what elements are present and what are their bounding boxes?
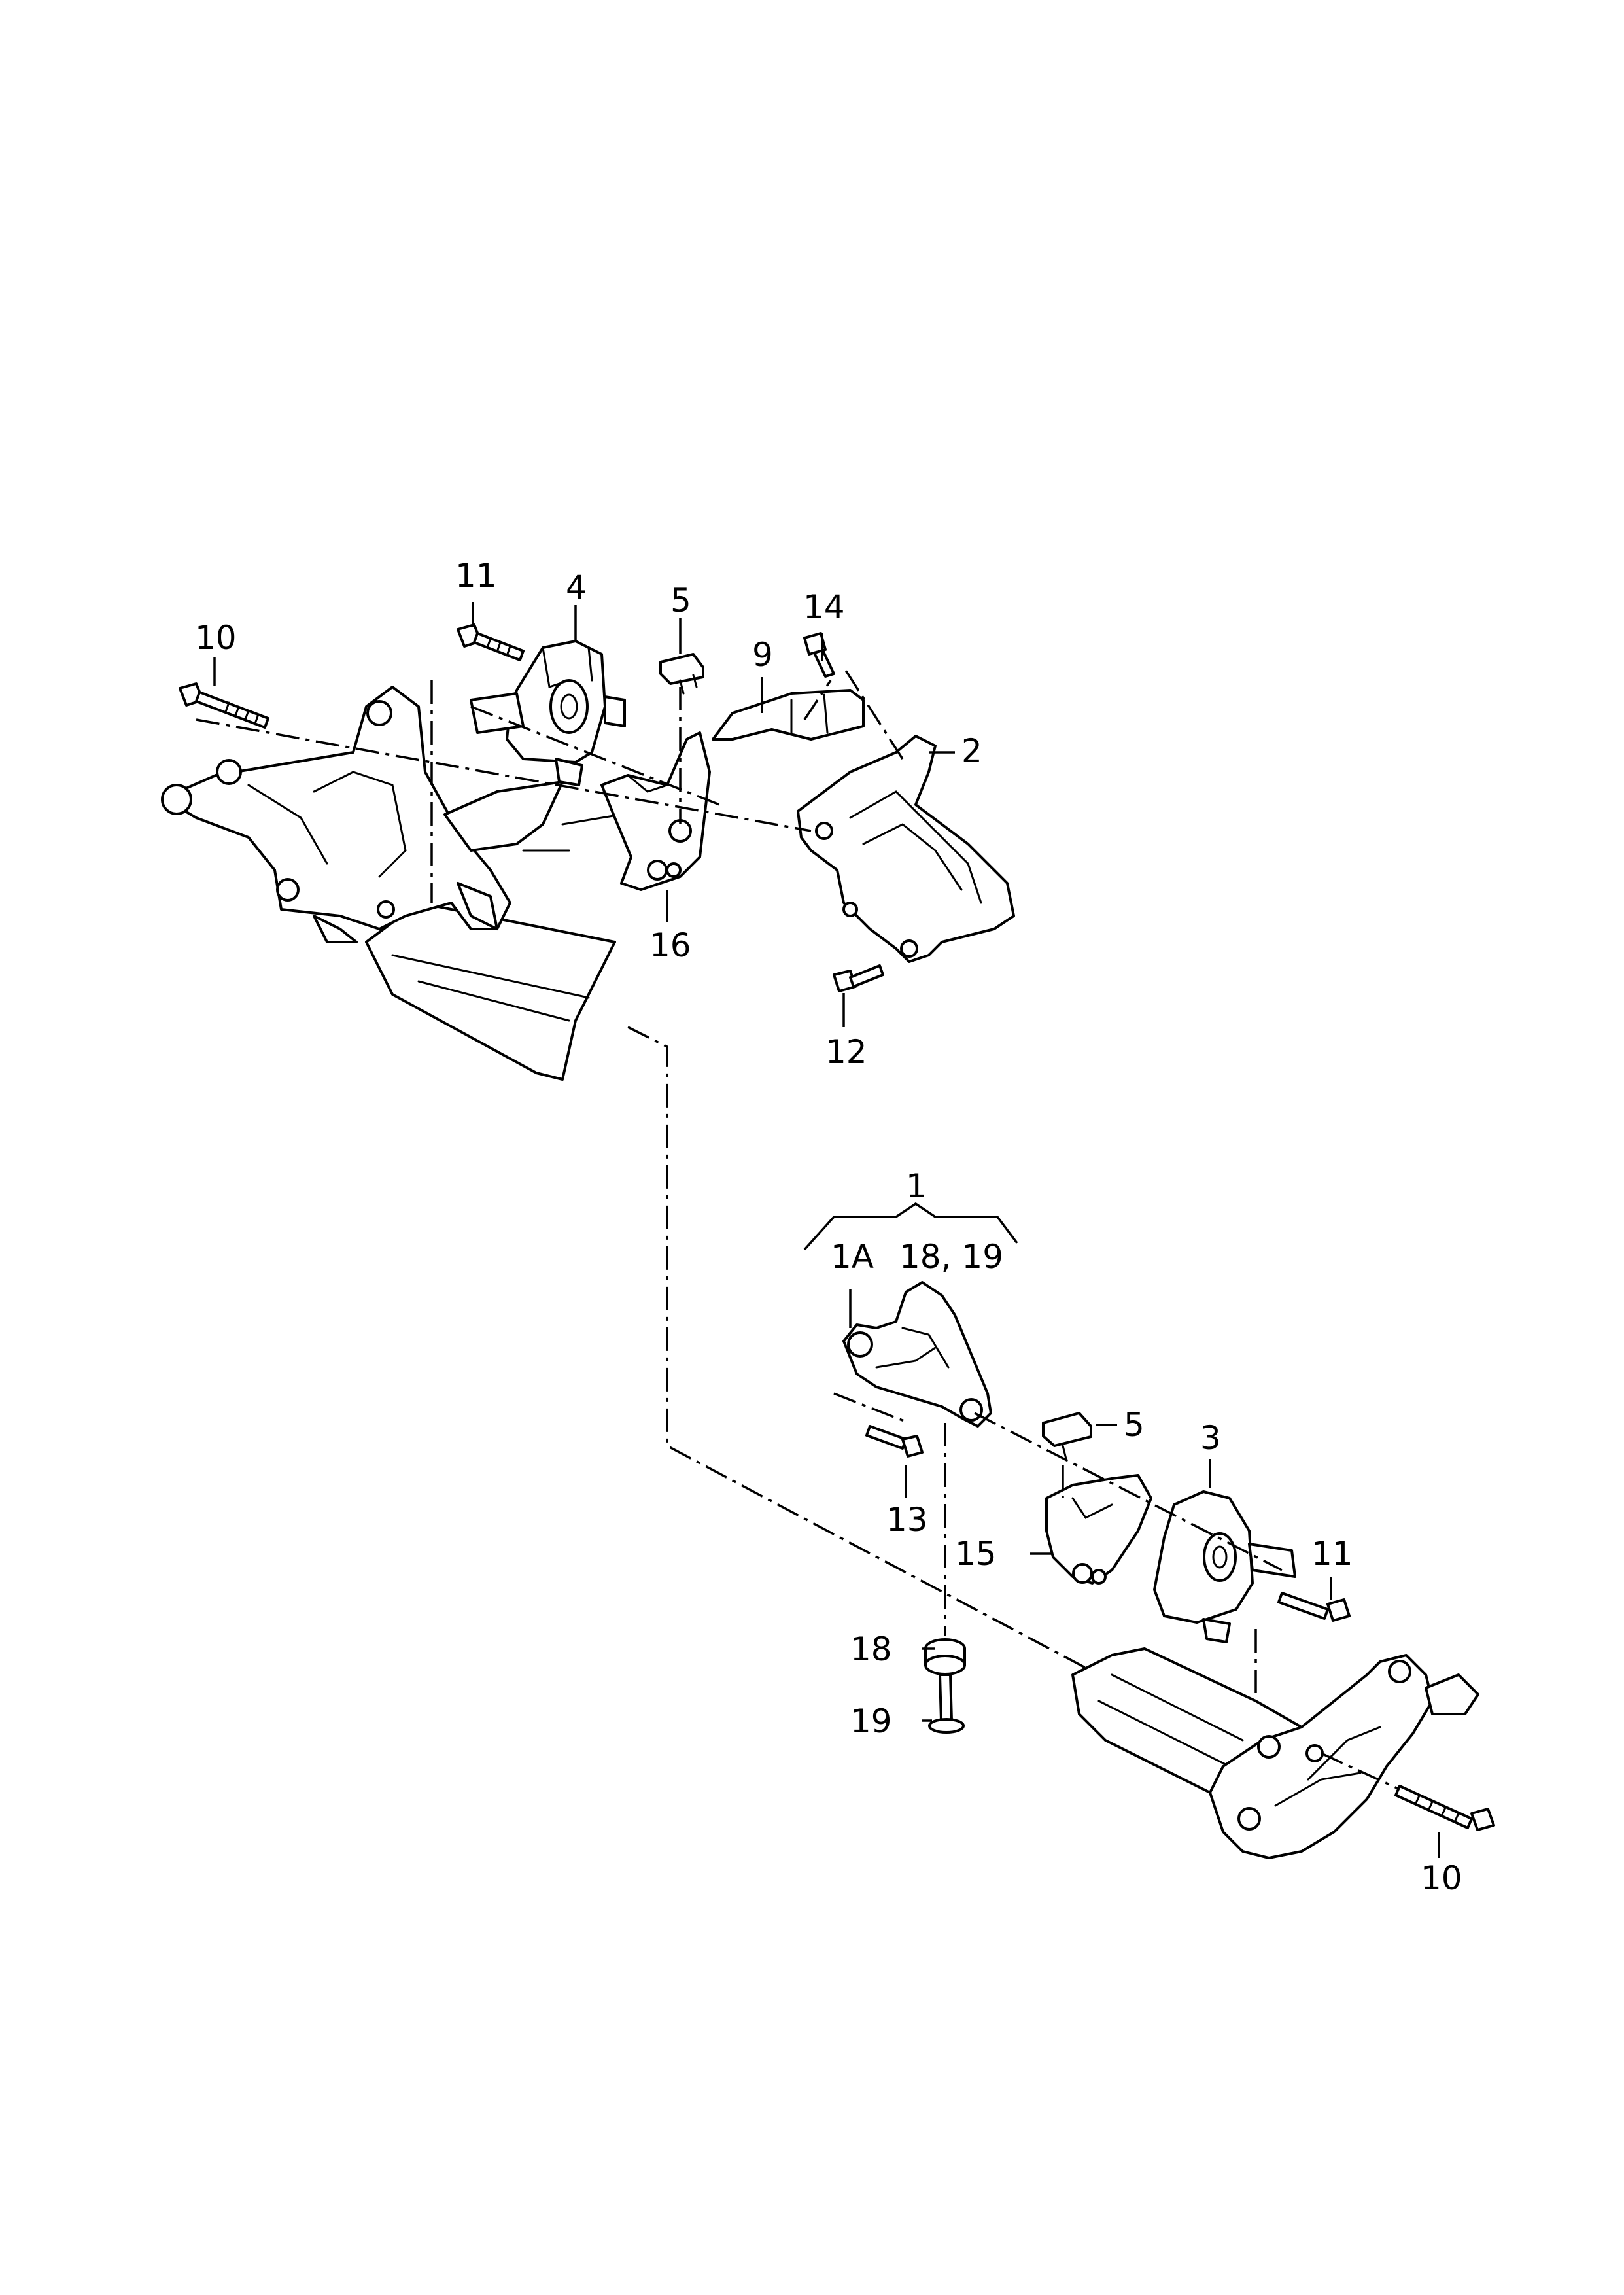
bracket-2 [797,735,1015,963]
callout-top-5: 5 [670,582,691,620]
bolt-12 [833,964,884,992]
callout-bottom-10: 10 [1421,1859,1462,1897]
callout-bottom-15: 15 [955,1535,997,1573]
engine-mount-4 [470,640,626,786]
callout-bottom-1A: 1A [831,1238,874,1276]
bottom-stop-5 [1042,1412,1092,1460]
callout-top-10: 10 [195,619,237,657]
callout-bottom-19: 19 [850,1702,892,1740]
callout-bottom-5: 5 [1124,1406,1145,1444]
callout-bottom-3: 3 [1200,1419,1221,1457]
nut-18 [924,1638,966,1675]
callout-top-9: 9 [752,636,773,674]
callout-bottom-11: 11 [1311,1535,1353,1573]
callout-bottom-18-19: 18, 19 [899,1238,1003,1276]
assembly-connector-line [627,1026,1099,1676]
heat-shield-9 [712,689,865,741]
bottom-subframe [1071,1647,1479,1859]
top-assembly [161,602,1015,1081]
callout-bottom-1: 1 [906,1167,927,1205]
bottom-bolt-10 [1394,1785,1495,1831]
top-bolt-10 [179,682,269,729]
top-bolt-11 [457,623,525,661]
callout-top-11: 11 [455,557,497,595]
callouts: 11 4 5 14 10 9 2 16 12 1 1A 18, 19 5 3 1… [195,557,1462,1897]
callout-bottom-18: 18 [850,1630,892,1668]
engine-mount-3 [1153,1490,1296,1643]
callout-top-2: 2 [961,732,982,770]
bolt-13 [865,1425,924,1458]
callout-top-4: 4 [566,569,587,606]
bolt-14 [803,632,835,678]
support-arm-1A [842,1281,992,1428]
callout-top-16: 16 [649,926,691,964]
callout-top-12: 12 [825,1033,867,1071]
bracket-brace-1 [803,1202,1018,1251]
bottom-bolt-11 [1277,1592,1351,1622]
bolt-19 [928,1673,965,1734]
callout-bottom-13: 13 [886,1501,928,1539]
bracket-16 [600,731,711,891]
top-stop-5 [659,653,704,695]
bracket-15 [1045,1474,1152,1585]
callout-top-14: 14 [803,588,845,626]
bottom-assembly [803,1202,1495,1859]
top-subframe [161,686,623,1081]
